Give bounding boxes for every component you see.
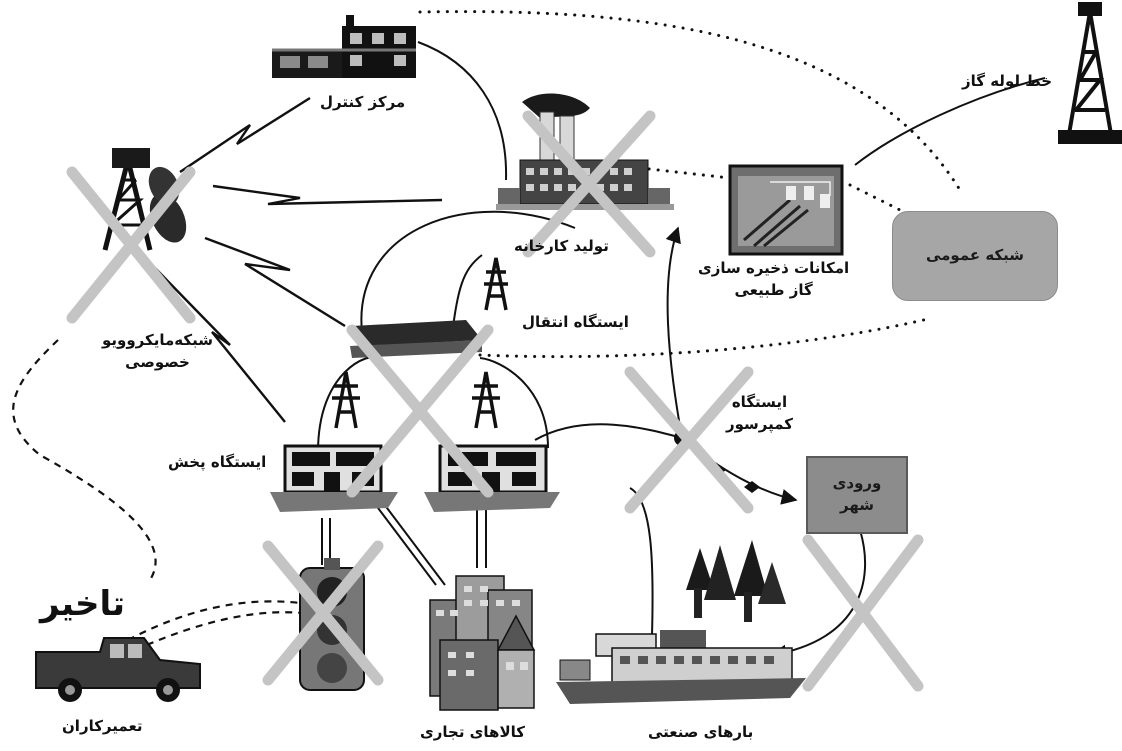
- compressor-station-label-line1: ایستگاه: [731, 393, 788, 411]
- industrial-loads-label: بارهای صنعتی: [648, 723, 754, 741]
- transmission-station-icon: [350, 320, 482, 358]
- transmission-station-label: ایستگاه انتقال: [522, 313, 629, 331]
- microwave-links: [154, 96, 443, 423]
- power-pylon-icon: [332, 257, 508, 429]
- dotted-link-storage-public: [848, 183, 902, 212]
- compressor-station-label: ایستگاه کمپرسور: [726, 392, 793, 436]
- control-center-icon: [272, 15, 416, 78]
- dashed-link-microwave-delay: [12, 339, 157, 581]
- failure-cross-microwave: [66, 166, 196, 324]
- dotted-link-control-public: [418, 10, 962, 192]
- microwave-network-label-line2: خصوصی: [125, 352, 190, 371]
- control-center-label: مرکز کنترل: [320, 93, 406, 111]
- zigzag-plant: [212, 184, 443, 206]
- commercial-buildings-icon: [429, 575, 536, 711]
- city-gate-label-line2: شهر: [840, 496, 874, 514]
- microwave-network-label: شبکه‌مایکروویو خصوصی: [102, 330, 213, 374]
- delay-label: تاخیر: [40, 584, 126, 624]
- link-dist-commercial-b: [380, 499, 446, 586]
- failure-cross-citygate: [802, 534, 924, 692]
- dotted-link-plant-storage: [638, 166, 732, 180]
- solid-links: [317, 41, 1046, 661]
- commercial-goods-label: کالاهای تجاری: [420, 723, 525, 741]
- city-gate-label-line1: ورودی: [832, 474, 882, 493]
- zigzag-control: [179, 96, 311, 173]
- link-gas-pipeline: [854, 77, 1046, 166]
- dashed-link-truck-traffic-a: [127, 600, 301, 641]
- repair-crews-label: تعمیرکاران: [62, 717, 143, 735]
- distribution-substation-icon: [270, 444, 560, 512]
- link-transmission-dist-b: [479, 357, 549, 449]
- zigzag-distribution: [154, 267, 286, 423]
- gas-storage-label-line1: امکانات ذخیره سازی: [698, 259, 850, 277]
- repair-truck-icon: [35, 637, 201, 702]
- failure-cross-compressor: [624, 366, 754, 514]
- public-network-box: شبکه عمومی: [892, 211, 1058, 301]
- distribution-station-label: ایستگاه پخش: [168, 453, 267, 471]
- gas-rig-icon: [1058, 2, 1122, 144]
- flow-diamond-2: [744, 481, 760, 493]
- failure-cross-power-plant: [522, 110, 656, 258]
- dotted-links: [418, 10, 962, 359]
- link-compressor-storage: [665, 226, 683, 439]
- city-gate-box: ورودی شهر: [806, 456, 908, 534]
- gas-pipeline-label: خط لوله گاز: [962, 72, 1053, 90]
- failure-cross-transmission: [346, 324, 494, 498]
- link-plant-transmission-a: [360, 210, 576, 333]
- link-dist-commercial-a: [371, 499, 437, 586]
- public-network-label: شبکه عمومی: [925, 246, 1025, 265]
- failure-crosses: [66, 110, 924, 692]
- power-plant-label: تولید کارخانه: [514, 237, 609, 255]
- link-transmission-dist-a: [317, 356, 379, 453]
- city-gate-label: ورودی شهر: [833, 473, 882, 517]
- dashed-delay-links: [12, 339, 303, 652]
- failure-cross-traffic: [262, 540, 384, 686]
- gas-storage-icon: [728, 164, 844, 256]
- gas-storage-label-line2: گاز طبیعی: [734, 280, 813, 299]
- zigzag-transmission: [204, 236, 346, 328]
- gas-storage-label: امکانات ذخیره سازی گاز طبیعی: [698, 258, 849, 302]
- compressor-station-label-line2: کمپرسور: [726, 414, 794, 433]
- dashed-link-truck-traffic-b: [134, 611, 303, 652]
- microwave-network-label-line1: شبکه‌مایکروویو: [102, 331, 213, 349]
- link-control-plant: [417, 41, 508, 181]
- link-dist-compressor: [534, 423, 683, 441]
- industrial-factory-icon: [556, 540, 806, 704]
